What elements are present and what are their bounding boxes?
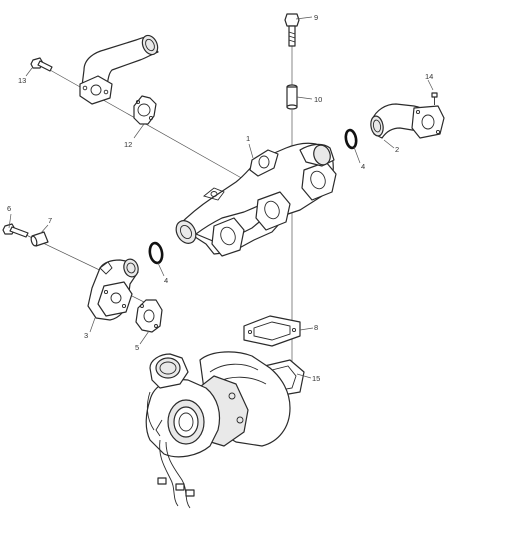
- callout-13: 13: [18, 76, 26, 85]
- callout-7: 7: [48, 216, 52, 225]
- elbow-part-2: [370, 103, 445, 139]
- flange-elbow-part-3: [87, 258, 139, 321]
- callout-2: 2: [395, 145, 399, 154]
- callout-8: 8: [314, 323, 318, 332]
- callout-14: 14: [425, 72, 433, 81]
- spacer-part-10: [286, 84, 298, 110]
- callout-4-upper: 4: [361, 162, 365, 171]
- callout-15: 15: [312, 374, 320, 383]
- callout-10: 10: [314, 95, 322, 104]
- callout-6: 6: [7, 204, 11, 213]
- callout-1: 1: [246, 134, 250, 143]
- gasket-part-5: [135, 299, 163, 333]
- bolt-part-9: [284, 13, 300, 47]
- callout-9: 9: [314, 13, 318, 22]
- callout-ticks: [8, 16, 434, 379]
- bolt-part-6: [2, 223, 29, 238]
- callout-5: 5: [135, 343, 139, 352]
- screw-part-14: [431, 92, 438, 105]
- sleeve-part-7: [30, 231, 49, 247]
- bolt-part-13: [30, 57, 53, 72]
- callout-labels: 9 10 1 2 4 14 12 13 4 3 5 6 7 8 15: [7, 13, 433, 383]
- callout-3: 3: [84, 331, 88, 340]
- callout-4-lower: 4: [164, 276, 168, 285]
- gasket-part-8: [243, 315, 301, 347]
- gasket-part-12: [133, 95, 157, 125]
- turbocharger-part-15: [145, 351, 305, 509]
- callout-12: 12: [124, 140, 132, 149]
- elbow-pipe-upper-left: [79, 34, 159, 105]
- seal-ring-part-4-lower: [148, 241, 164, 265]
- exhaust-manifold-part-1: [175, 142, 337, 257]
- seal-ring-part-4-upper: [344, 128, 358, 150]
